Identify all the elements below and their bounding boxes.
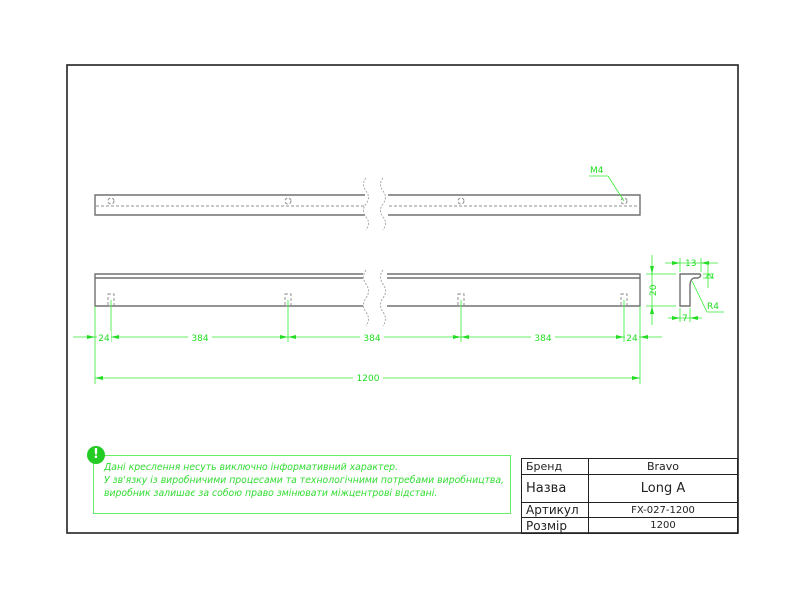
label-article: Артикул <box>521 502 589 518</box>
dim-profile-height: 20 <box>649 284 659 296</box>
disclaimer-note: Дані креслення несуть виключно інформати… <box>93 455 511 514</box>
dim-radius: R4 <box>707 302 719 312</box>
dim-lip-thickness: 2 <box>706 273 716 279</box>
hole-mark <box>620 197 628 205</box>
label-name: Назва <box>521 474 589 503</box>
dimensions: 24 384 384 384 24 1200 M4 <box>73 166 662 384</box>
front-view <box>94 269 641 327</box>
dim-edge-right: 24 <box>626 334 638 344</box>
value-brand: Bravo <box>588 458 738 475</box>
table-row: Бренд Bravo <box>521 458 738 475</box>
top-view <box>94 177 641 231</box>
value-name: Long A <box>588 474 738 503</box>
dim-profile-width: 13 <box>685 259 696 269</box>
dim-overall-length: 1200 <box>357 374 380 384</box>
hole-mark <box>107 197 115 205</box>
hole-mark <box>284 197 292 205</box>
exclamation-icon: ! <box>87 446 105 464</box>
value-article: FX-027-1200 <box>588 502 738 518</box>
dim-thread: M4 <box>590 166 604 176</box>
hole-mark <box>457 197 465 205</box>
note-line: У зв'язку із виробничими процесами та те… <box>104 475 505 486</box>
value-size: 1200 <box>588 517 738 534</box>
note-line: виробник залишає за собою право змінюват… <box>104 488 438 499</box>
drawing-frame <box>66 64 739 534</box>
note-line: Дані креслення несуть виключно інформати… <box>104 462 399 473</box>
dim-base-width: 7 <box>682 314 688 324</box>
table-row: Розмір 1200 <box>521 517 738 534</box>
dim-edge-left: 24 <box>98 334 110 344</box>
profile-section: 20 13 2 7 R4 <box>646 255 724 325</box>
dim-pitch-3: 384 <box>534 334 551 344</box>
table-row: Артикул FX-027-1200 <box>521 502 738 518</box>
label-brand: Бренд <box>521 458 589 475</box>
dim-pitch-2: 384 <box>363 334 380 344</box>
dim-pitch-1: 384 <box>191 334 208 344</box>
title-block: Бренд Bravo Назва Long A Артикул FX-027-… <box>521 458 738 534</box>
label-size: Розмір <box>521 517 589 534</box>
table-row: Назва Long A <box>521 474 738 503</box>
